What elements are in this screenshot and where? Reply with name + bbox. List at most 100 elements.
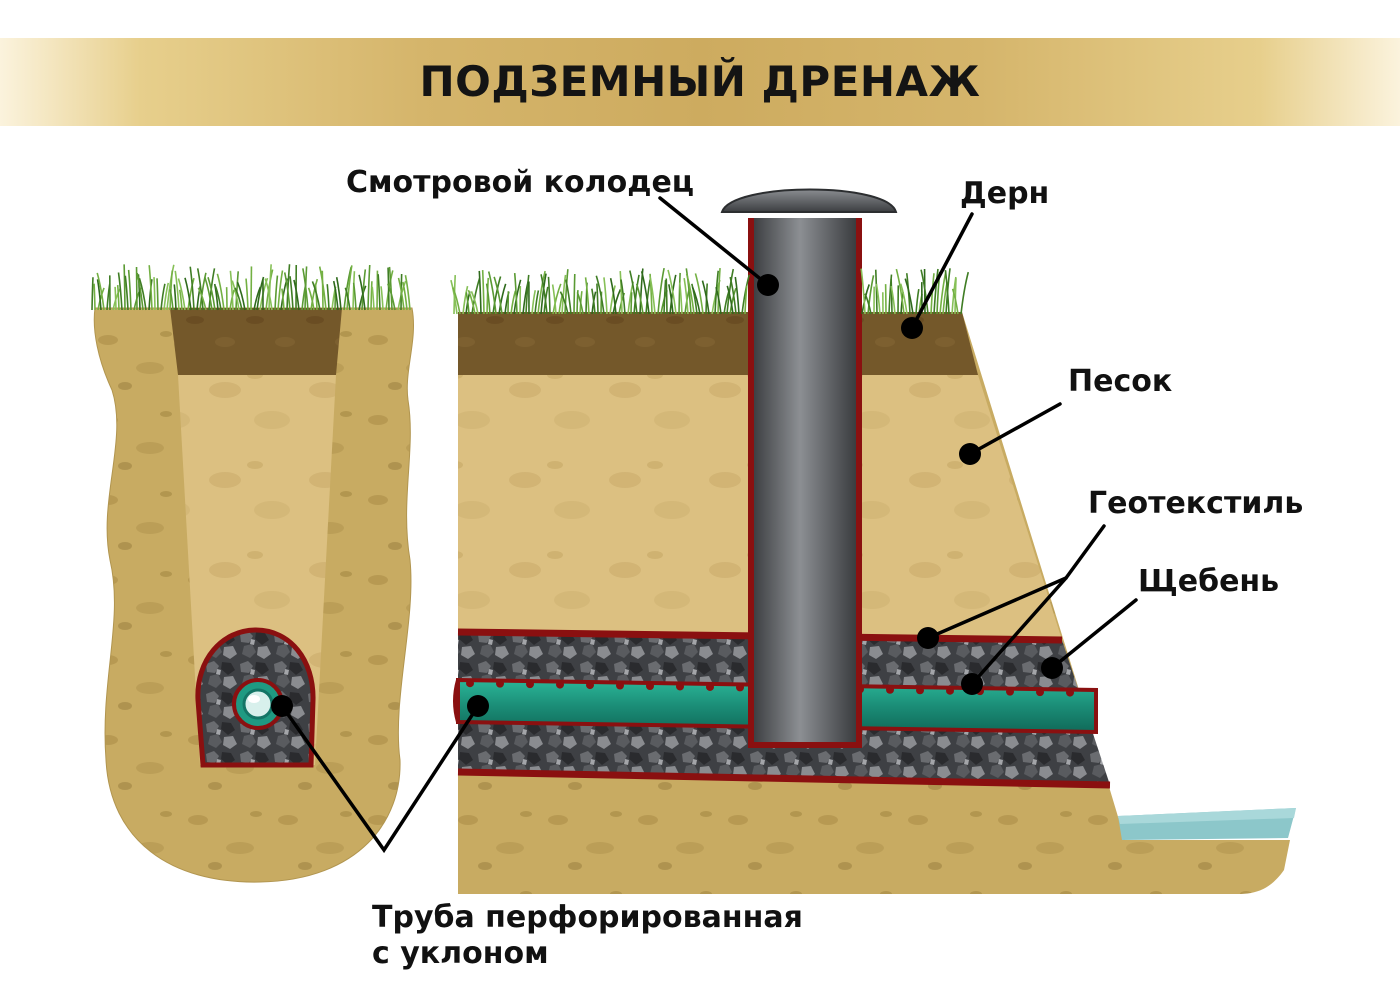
grass-blade: [715, 286, 722, 315]
grass-blade: [565, 279, 572, 315]
grass-blade: [235, 271, 240, 311]
label-turf: Дерн: [960, 176, 1050, 211]
grass-blade: [234, 287, 243, 311]
grass-blade: [540, 273, 547, 315]
grass-blade: [734, 276, 740, 315]
grass-blade: [960, 271, 970, 315]
grass-blade: [860, 268, 866, 315]
grass-blade: [867, 275, 875, 315]
pipe-perforation: [646, 682, 654, 691]
grass-blade: [920, 269, 929, 315]
grass-blade: [639, 268, 644, 315]
pipe-perforation: [676, 682, 684, 691]
grass-blade: [114, 286, 117, 311]
grass-blade: [595, 275, 605, 315]
grass-blade: [513, 279, 522, 315]
grass-blade: [96, 279, 102, 311]
grass-blade: [286, 264, 291, 311]
grass-blade: [213, 283, 219, 311]
grass-blade: [173, 284, 177, 311]
grass-blade: [293, 279, 300, 311]
grass-blade: [397, 277, 405, 311]
grass-blade: [277, 270, 284, 311]
grass-blade: [640, 271, 650, 315]
grass-blade: [402, 281, 408, 311]
grass-blade: [629, 270, 638, 315]
grass-blade: [576, 290, 579, 315]
pipe-perforation: [556, 680, 564, 689]
pipe-perforation: [1066, 688, 1074, 697]
grass-blade: [371, 286, 375, 311]
pipe-perforation: [916, 686, 924, 695]
grass-blade: [199, 272, 207, 311]
grass-blade: [387, 267, 390, 311]
grass-blade: [552, 283, 562, 315]
grass-blade: [729, 288, 737, 315]
grass-blade: [561, 274, 567, 315]
grass-blade: [124, 275, 129, 311]
grass-blade: [207, 277, 216, 311]
grass-blade: [462, 285, 469, 315]
grass-blade: [214, 286, 222, 311]
label-inspection-well: Смотровой колодец: [346, 165, 695, 200]
grass-blade: [864, 293, 872, 315]
grass-blade: [492, 276, 502, 315]
grass-blade: [904, 278, 914, 315]
grass-blade: [619, 270, 623, 315]
grass-blade: [678, 282, 683, 315]
grass-blade: [187, 277, 195, 311]
inspection-well: [720, 188, 898, 748]
grass-blade: [361, 269, 367, 311]
grass-blade: [189, 266, 195, 311]
turf-layer: [458, 312, 978, 375]
grass-blade: [741, 274, 751, 315]
pipe-perforation: [496, 679, 504, 688]
grass-blade: [612, 289, 622, 315]
grass-blade: [332, 280, 339, 311]
grass-blade: [216, 273, 225, 311]
grass-blade: [645, 279, 651, 315]
grass-blade: [169, 289, 174, 311]
grass-blade: [890, 278, 893, 315]
grass-blade: [184, 277, 192, 311]
grass-blade: [116, 285, 120, 311]
grass-blade: [268, 264, 272, 311]
grass-right: [450, 267, 970, 315]
grass-blade: [726, 285, 734, 315]
trench-cross-section: [93, 307, 415, 883]
pipe-perforation: [466, 679, 474, 688]
grass-blade: [196, 268, 204, 311]
grass-blade: [335, 277, 342, 311]
page-title: ПОДЗЕМНЫЙ ДРЕНАЖ: [419, 57, 981, 106]
grass-blade: [310, 278, 319, 311]
grass-blade: [344, 287, 351, 311]
grass-blade: [493, 276, 503, 315]
grass-blade: [452, 287, 461, 315]
label-geotextile: Геотекстиль: [1088, 486, 1304, 521]
grass-blade: [307, 287, 315, 311]
grass-blade: [326, 284, 330, 311]
grass-blade: [450, 279, 458, 315]
grass-blade: [478, 270, 482, 315]
grass-blade: [204, 276, 213, 311]
grass-blade: [729, 276, 737, 315]
grass-blade: [691, 283, 698, 315]
grass-blade: [540, 274, 548, 315]
grass-blade: [387, 283, 396, 311]
grass-blade: [915, 288, 920, 315]
grass-blade: [370, 281, 373, 311]
grass-blade: [694, 273, 704, 315]
grass-blade: [358, 274, 366, 311]
grass-blade: [253, 286, 262, 311]
grass-blade: [281, 288, 285, 311]
grass-blade: [657, 267, 665, 315]
grass-blade: [888, 274, 893, 315]
grass-blade: [138, 278, 147, 311]
leader-lines: [271, 196, 1138, 854]
label-gravel: Щебень: [1138, 564, 1280, 599]
grass-blade: [603, 277, 608, 315]
grass-blade: [620, 279, 626, 315]
label-pipe-line1: Труба перфорированная: [372, 900, 803, 935]
pipe-perforation: [736, 683, 744, 692]
pipe-perforation: [886, 685, 894, 694]
